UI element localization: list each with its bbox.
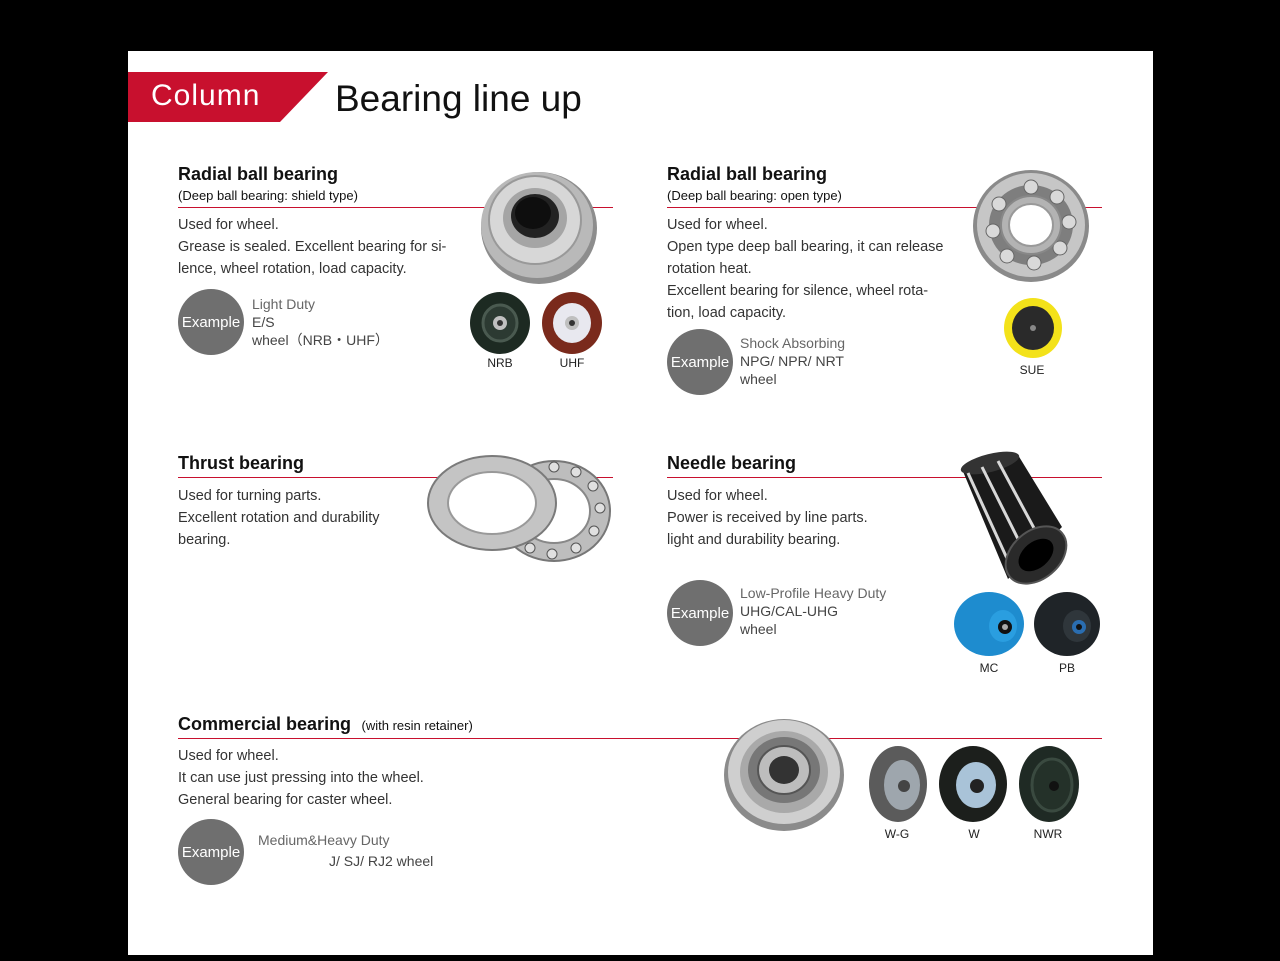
nwr-wheel-image [1019,746,1079,822]
desc-line: Used for wheel. [178,217,279,233]
desc-line: bearing. [178,532,231,548]
example-line: UHG/CAL-UHG [740,603,839,619]
example-badge: Example [178,289,244,355]
desc-line: General bearing for caster wheel. [178,792,393,808]
desc-line: Open type deep ball bearing, it can rele… [667,239,944,255]
desc-line: Used for turning parts. [178,488,322,504]
desc-line: It can use just pressing into the wheel. [178,770,424,786]
example-line: wheel [740,621,777,637]
wheel-label-sue: SUE [1019,363,1045,377]
desc-line: Excellent bearing for silence, wheel rot… [667,283,929,299]
section-rule [178,738,1102,739]
column-tag-label: Column [151,79,261,112]
section-subtitle-radial-shield: (Deep ball bearing: shield type) [178,188,358,203]
section-title-thrust: Thrust bearing [178,453,305,473]
mc-wheel-image [954,592,1024,656]
commercial-bearing-image [724,719,844,831]
example-line: wheel（NRB・UHF） [252,332,389,348]
section-title-radial-shield: Radial ball bearing [178,164,339,184]
section-desc-needle: Used for wheel. Power is received by lin… [667,485,967,551]
wheel-label-nwr: NWR [1033,827,1063,841]
wheel-label-mc: MC [979,661,999,675]
page-title: Bearing line up [335,78,582,119]
uhf-wheel-image [542,292,602,354]
example-line: Light Duty [252,296,316,312]
desc-line: rotation heat. [667,261,752,277]
section-rule [178,477,613,478]
wheel-label-nrb: NRB [487,356,513,370]
section-subtitle-commercial: (with resin retainer) [361,718,473,733]
example-line: NPG/ NPR/ NRT [740,353,844,369]
content-sheet: Column Bearing line up Radial ball beari… [128,51,1153,955]
sue-wheel-image [1004,298,1062,358]
example-badge: Example [667,329,733,395]
needle-bearing-image [960,451,1068,585]
example-line: Medium&Heavy Duty [258,832,390,848]
desc-line: Used for wheel. [667,488,768,504]
open-bearing-image [973,170,1089,282]
thrust-bearing-image [427,455,611,562]
example-badge: Example [667,580,733,646]
section-desc-commercial: Used for wheel. It can use just pressing… [178,745,498,811]
shield-bearing-image [481,172,597,284]
section-desc-radial-shield: Used for wheel. Grease is sealed. Excell… [178,214,478,280]
column-tag-shape [128,72,328,122]
example-line: wheel [740,371,777,387]
section-rule [667,477,1102,478]
w-wheel-image [939,746,1007,822]
desc-line: lence, wheel rotation, load capacity. [178,261,407,277]
desc-line: tion, load capacity. [667,305,787,321]
desc-line: Power is received by line parts. [667,510,868,526]
wheel-label-w-g: W-G [884,827,910,841]
desc-line: Excellent rotation and durability [178,510,380,526]
example-line: J/ SJ/ RJ2 wheel [329,853,434,869]
w-g-wheel-image [869,746,927,822]
example-text-commercial: Medium&Heavy Duty J/ SJ/ RJ2 wheel [258,831,433,870]
nrb-wheel-image [470,292,530,354]
section-title-commercial: Commercial bearing [178,714,352,734]
section-title-radial-open: Radial ball bearing [667,164,828,184]
pb-wheel-image [1034,592,1100,656]
section-desc-radial-open: Used for wheel. Open type deep ball bear… [667,214,967,324]
section-title-needle: Needle bearing [667,453,797,473]
wheel-label-uhf: UHF [559,356,585,370]
section-rule [667,207,1102,208]
example-text-radial-open: Shock Absorbing NPG/ NPR/ NRT wheel [740,334,845,388]
desc-line: Used for wheel. [667,217,768,233]
section-subtitle-radial-open: (Deep ball bearing: open type) [667,188,842,203]
desc-line: light and durability bearing. [667,532,841,548]
desc-line: Used for wheel. [178,748,279,764]
example-line: Shock Absorbing [740,335,846,351]
example-line: E/S [252,314,275,330]
example-text-needle: Low-Profile Heavy Duty UHG/CAL-UHG wheel [740,584,886,638]
example-line: Low-Profile Heavy Duty [740,585,887,601]
section-rule [178,207,613,208]
example-badge: Example [178,819,244,885]
section-heading-commercial: Commercial bearing (with resin retainer) [178,714,473,735]
section-desc-thrust: Used for turning parts. Excellent rotati… [178,485,478,551]
desc-line: Grease is sealed. Excellent bearing for … [178,239,447,255]
example-text-radial-shield: Light Duty E/S wheel（NRB・UHF） [252,295,389,349]
wheel-label-w: W [968,827,980,841]
wheel-label-pb: PB [1058,661,1075,675]
